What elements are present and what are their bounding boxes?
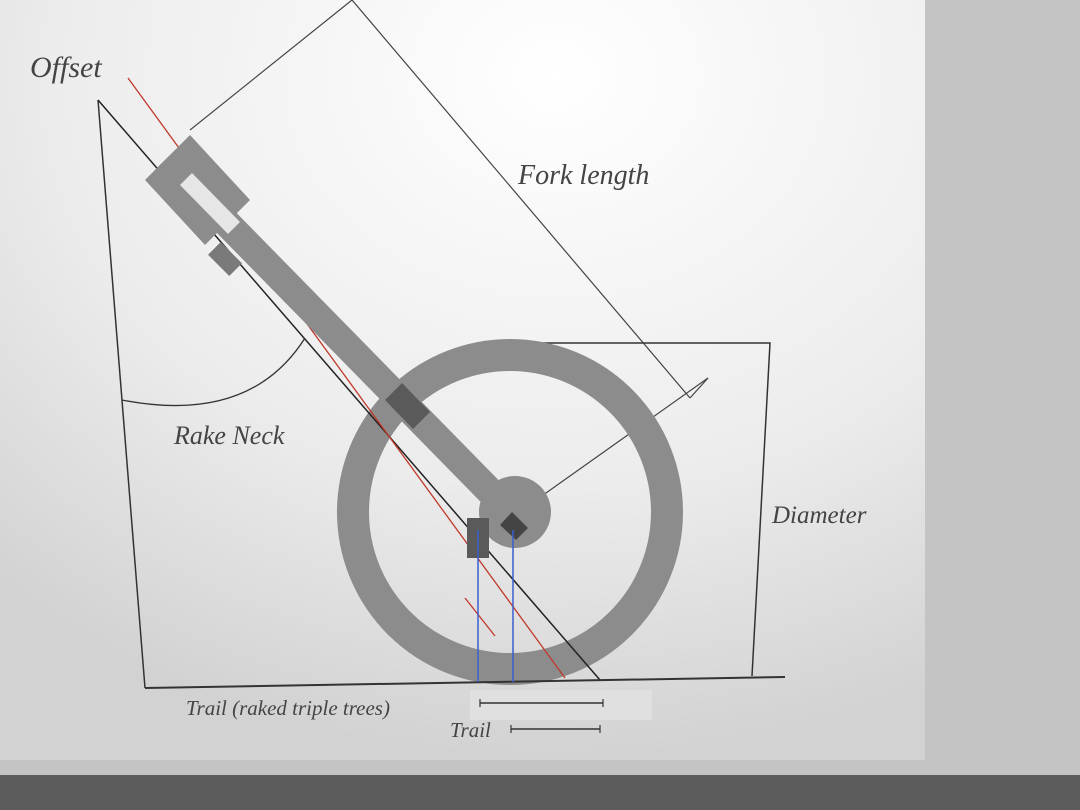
fork-dark-section xyxy=(385,383,430,429)
diagram-canvas xyxy=(0,0,925,760)
steering-axis-vertical xyxy=(97,99,146,689)
trail-label: Trail xyxy=(450,718,491,742)
diameter-box xyxy=(515,342,771,677)
trail-raked-label: Trail (raked triple trees) xyxy=(186,696,390,720)
fork-length-line-top xyxy=(189,0,353,131)
fork-length-line-end xyxy=(689,377,709,399)
rake-neck-label: Rake Neck xyxy=(173,421,285,450)
fork-length-label: Fork length xyxy=(517,160,649,191)
ground-line xyxy=(144,676,786,689)
triple-tree-slot xyxy=(180,173,240,234)
monitor-bezel xyxy=(0,775,1080,810)
fork-length-line-right xyxy=(351,0,691,399)
rake-angle-arc xyxy=(121,337,306,407)
fork-dropout xyxy=(500,512,528,540)
triple-tree-lower xyxy=(208,242,242,276)
wheel-tire xyxy=(337,339,683,685)
offset-line-segment xyxy=(464,597,496,637)
legend-highlight xyxy=(470,690,652,720)
diameter-label: Diameter xyxy=(771,502,867,529)
offset-label: Offset xyxy=(30,51,102,84)
wheel-radius-line xyxy=(514,377,709,516)
